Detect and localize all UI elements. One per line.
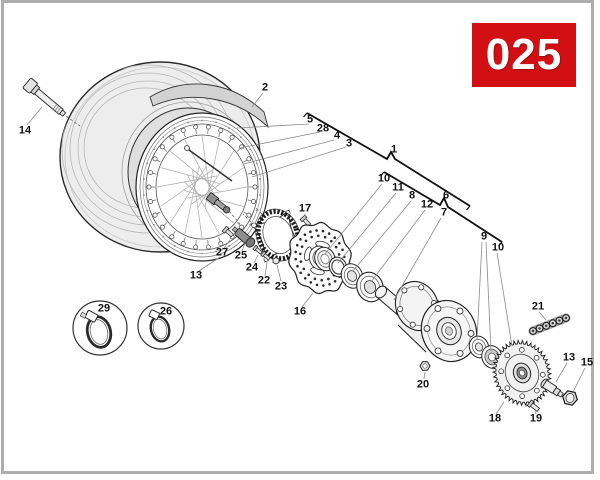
leader-lines	[26, 92, 586, 415]
page-number-badge: 025	[472, 23, 576, 87]
rim-band-part-2	[149, 83, 269, 129]
spoke-part-3	[188, 149, 233, 182]
hub-front-holes	[423, 305, 475, 357]
bearing-part-8	[340, 263, 364, 289]
spoke-nipple-part-4	[184, 145, 190, 151]
axle-bolt-part-14	[22, 77, 67, 117]
page-number: 025	[485, 30, 563, 79]
sensor-part-25	[231, 226, 256, 248]
chain-segment-part-21	[528, 313, 571, 336]
bracket-line-part-6	[380, 171, 503, 247]
detail-circle-26	[137, 302, 185, 350]
bolt-part-13	[540, 378, 564, 398]
bolt-part-27	[221, 225, 234, 238]
nut-part-20	[419, 361, 431, 371]
nut-part-15	[561, 390, 579, 406]
clamp-screw-housing	[84, 309, 99, 323]
hub-part	[394, 280, 478, 363]
nut-part-23	[272, 257, 280, 265]
screw-part-24	[252, 244, 263, 255]
valve-stem	[205, 191, 231, 214]
bracket-line-part-1	[303, 112, 471, 211]
dashed-lines	[65, 115, 263, 225]
screw-part-22	[260, 250, 271, 261]
abs-tone-ring	[255, 208, 301, 262]
detail-circle-29	[72, 300, 128, 356]
sprocket-part-18	[491, 338, 553, 408]
screw-part-19	[526, 399, 541, 412]
